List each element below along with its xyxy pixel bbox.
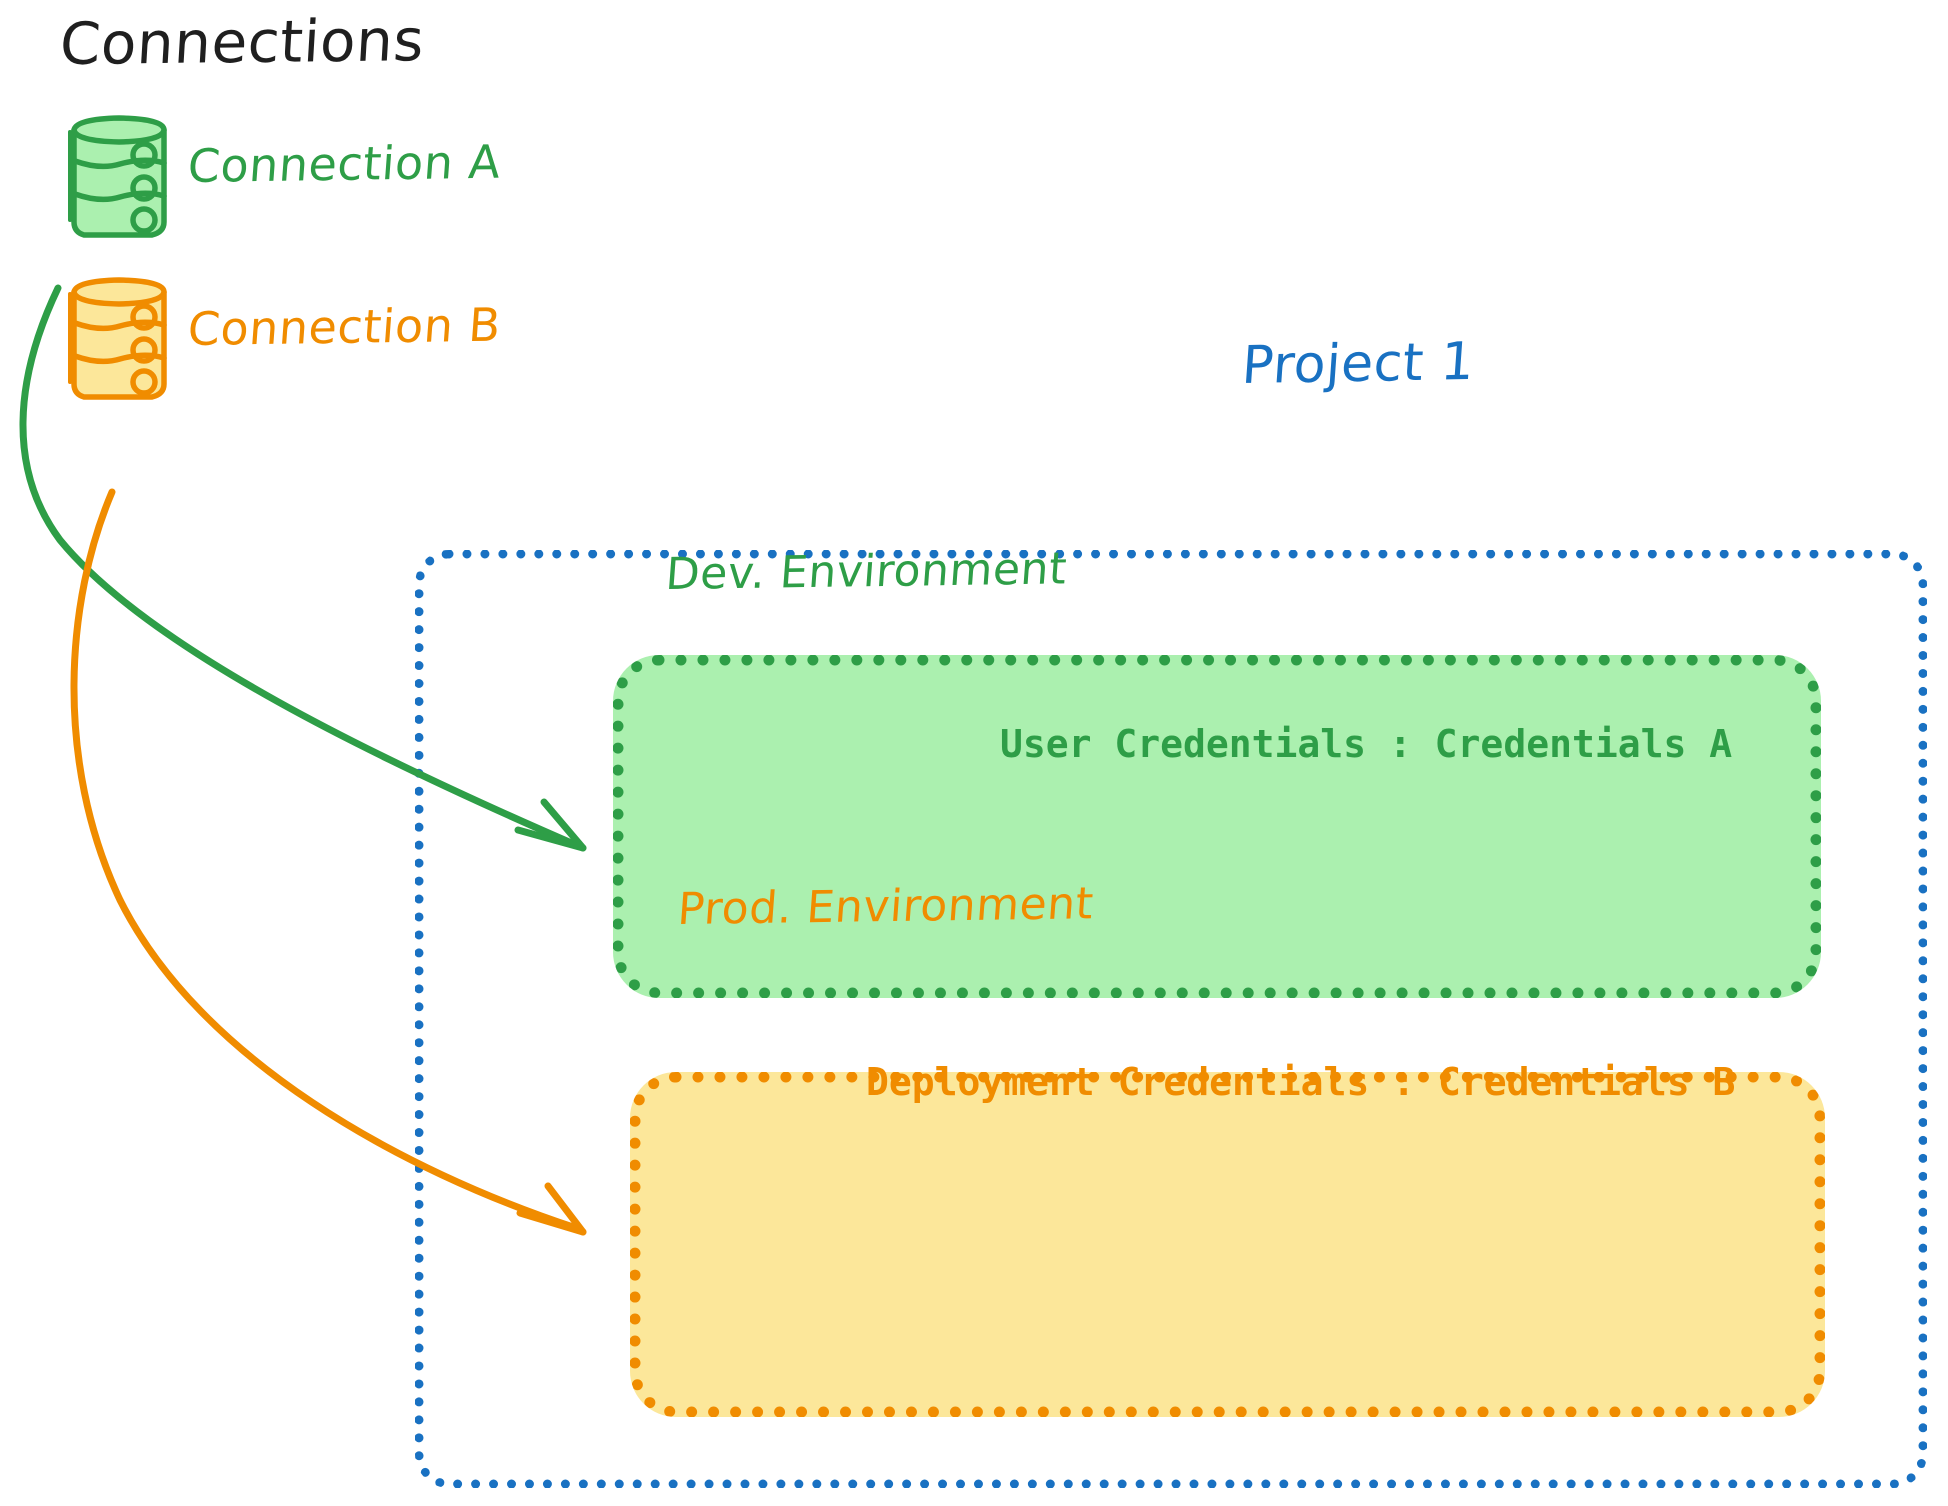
page-title: Connections [58,6,427,79]
project-label: Project 1 [1240,331,1477,396]
dev-environment-box[interactable] [613,655,1821,998]
prod-credentials-text: Deployment Credentials : Credentials B [866,1060,1736,1104]
arrow-a-to-dev [19,284,587,852]
arrow-b-to-prod [70,488,587,1236]
prod-environment-title: Prod. Environment [676,878,1096,935]
dev-environment-title: Dev. Environment [664,543,1069,600]
database-icon [68,277,167,400]
project-boundary-box [415,550,1927,1488]
connection-b-label: Connection B [186,297,503,356]
connection-a-label: Connection A [186,134,503,193]
dev-credentials-text: User Credentials : Credentials A [1000,722,1733,766]
database-icon-connection-a[interactable] [60,110,180,244]
prod-environment-box[interactable] [630,1072,1825,1417]
database-icon-connection-b[interactable] [60,272,180,406]
database-icon [68,115,167,238]
